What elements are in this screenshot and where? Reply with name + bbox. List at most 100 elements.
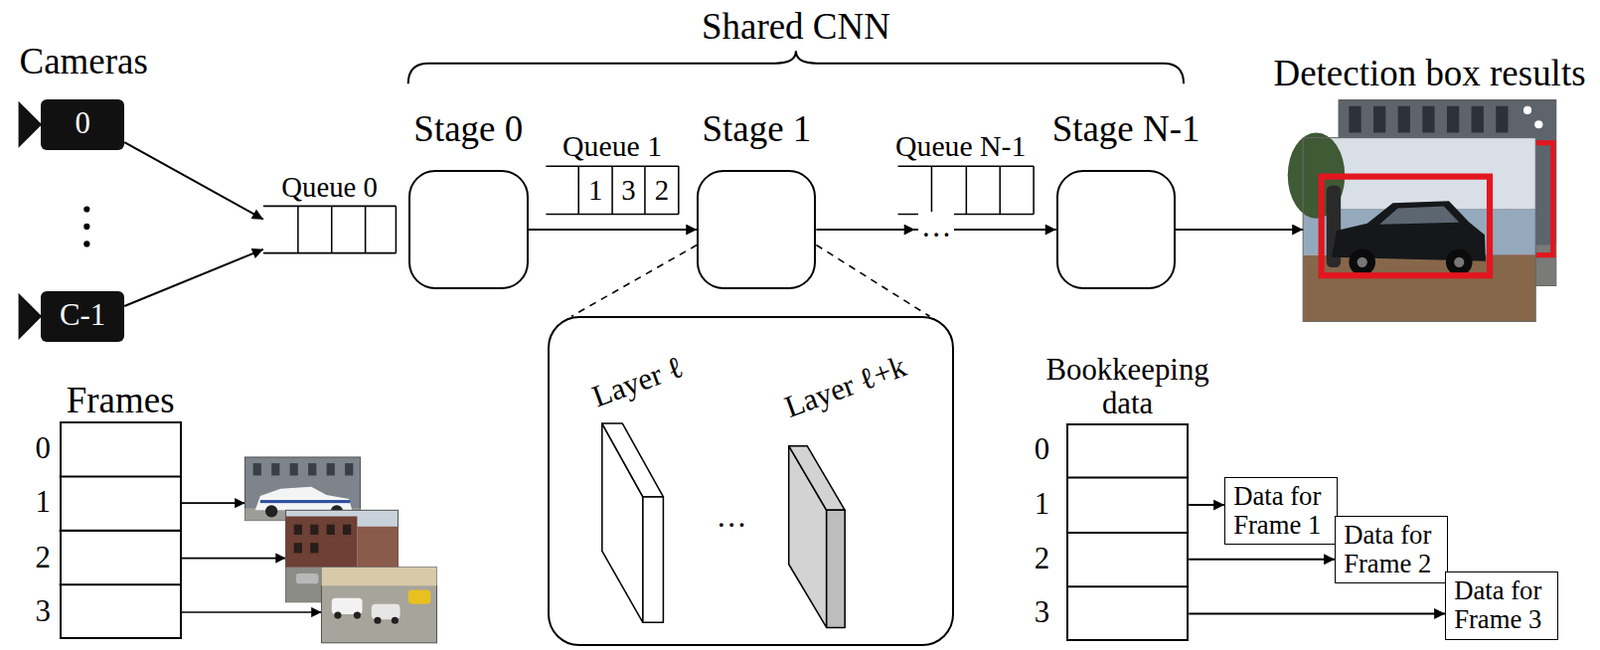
frame-photo — [356, 526, 398, 568]
connector-line — [528, 228, 697, 231]
connector-line — [124, 249, 264, 307]
box-text: Data for Frame 2 — [1343, 520, 1440, 580]
row-index: 3 — [34, 595, 50, 630]
frame-photo — [391, 617, 399, 625]
detection-photo — [1348, 106, 1361, 134]
stage-box: Stage 0 — [408, 169, 529, 289]
detection-photo — [1523, 106, 1532, 115]
box-text: C-1 — [59, 299, 106, 333]
queue-buffer: Queue 0 — [263, 205, 396, 253]
connector-line — [1175, 228, 1303, 231]
ellipsis-dots — [83, 205, 90, 212]
row-index: 1 — [1034, 487, 1050, 522]
detection-photo — [1373, 106, 1386, 134]
frame-photo — [253, 463, 262, 476]
layer-slab — [602, 423, 664, 497]
frame-photo — [260, 499, 350, 503]
frame-photo — [294, 524, 303, 535]
frame-photo — [310, 542, 319, 553]
edge-label: … — [918, 211, 956, 243]
queue-cells — [898, 165, 1035, 214]
detection-results: Detection box results — [1302, 100, 1557, 322]
frame-pointer-arrow — [181, 611, 322, 614]
table-rows — [1066, 477, 1189, 587]
box-heading: Stage 1 — [701, 109, 811, 151]
connector-arrow — [1188, 504, 1225, 506]
zoom-guide-line — [815, 244, 930, 317]
layer-slab — [789, 446, 845, 511]
frame-photo — [290, 463, 299, 476]
frame-photo — [320, 567, 437, 643]
detection-photo — [1446, 106, 1459, 134]
frame-photo — [271, 463, 280, 476]
camera-lens — [18, 293, 43, 340]
detection-photo — [1445, 249, 1473, 277]
stage-detail-panel: Layer ℓ … Layer ℓ+k — [547, 316, 955, 646]
connector-arrow — [124, 249, 264, 307]
camera-lens — [18, 101, 43, 149]
frame-photo — [342, 524, 351, 535]
detection-photo — [1453, 257, 1464, 268]
frame-photo — [373, 617, 381, 625]
bookkeeping-entry: Data for Frame 1 — [1224, 477, 1338, 546]
camera-lens — [18, 101, 43, 340]
frame-buffer-table: Frames — [59, 421, 182, 640]
box-heading: Frames — [66, 380, 175, 422]
frame-pointer-arrow — [181, 557, 287, 560]
bookkeeping-entry: Data for Frame 3 — [1444, 571, 1559, 640]
box-heading: Stage N-1 — [1052, 109, 1201, 151]
connector-line — [124, 142, 264, 219]
shared-cnn-brace — [408, 50, 1184, 84]
box-heading: Queue N-1 — [895, 130, 1026, 163]
frame-photo — [320, 567, 437, 586]
frame-photo — [353, 611, 361, 619]
box-text: 0 — [74, 107, 90, 142]
box-text: Data for Frame 3 — [1453, 576, 1550, 636]
layer-label: Layer ℓ — [588, 350, 688, 415]
camera-box: C-1 — [40, 291, 125, 342]
connector-line — [1188, 612, 1445, 615]
layer-label: Layer ℓ+k — [781, 349, 912, 425]
layer-slab — [642, 496, 664, 623]
zoom-guide-line — [571, 244, 697, 317]
queue-cells — [263, 165, 1034, 253]
frame-photo — [326, 524, 335, 535]
connector-arrow — [1175, 229, 1303, 231]
layer-label: … — [716, 500, 748, 535]
ellipsis-dots — [83, 205, 90, 247]
detection-photo — [1302, 138, 1536, 322]
layer-slab — [826, 509, 845, 628]
detection-photo — [1348, 249, 1376, 277]
connector-line — [1188, 503, 1225, 506]
frame-photo — [296, 573, 320, 584]
detection-photo — [1357, 257, 1368, 268]
frame-photo — [265, 504, 278, 517]
detection-photo — [1534, 120, 1543, 129]
stage-box: Stage 1 — [696, 169, 816, 289]
frame-photo — [294, 542, 303, 553]
frame-pointer-arrow — [181, 501, 246, 504]
frame-photo — [333, 611, 341, 619]
row-index: 2 — [1034, 542, 1050, 577]
table-rows — [59, 476, 182, 585]
box-heading: Bookkeeping data — [1038, 353, 1218, 422]
row-index: 1 — [34, 485, 50, 520]
ellipsis-dots — [83, 223, 90, 230]
frame-photo — [310, 524, 319, 535]
camera-box: 0 — [40, 99, 125, 151]
row-index: 3 — [1034, 596, 1050, 631]
queue-entry: 3 — [621, 174, 636, 207]
box-heading: Queue 1 — [562, 130, 662, 163]
detection-photo — [1321, 176, 1490, 277]
row-index: 0 — [34, 432, 50, 467]
stage-box: Stage N-1 — [1056, 169, 1176, 289]
box-heading: Detection box results — [1274, 53, 1587, 95]
layer-slab — [602, 423, 845, 628]
queue-entry: 1 — [588, 174, 603, 207]
row-index: 2 — [34, 541, 50, 576]
ellipsis-dots — [83, 240, 90, 247]
